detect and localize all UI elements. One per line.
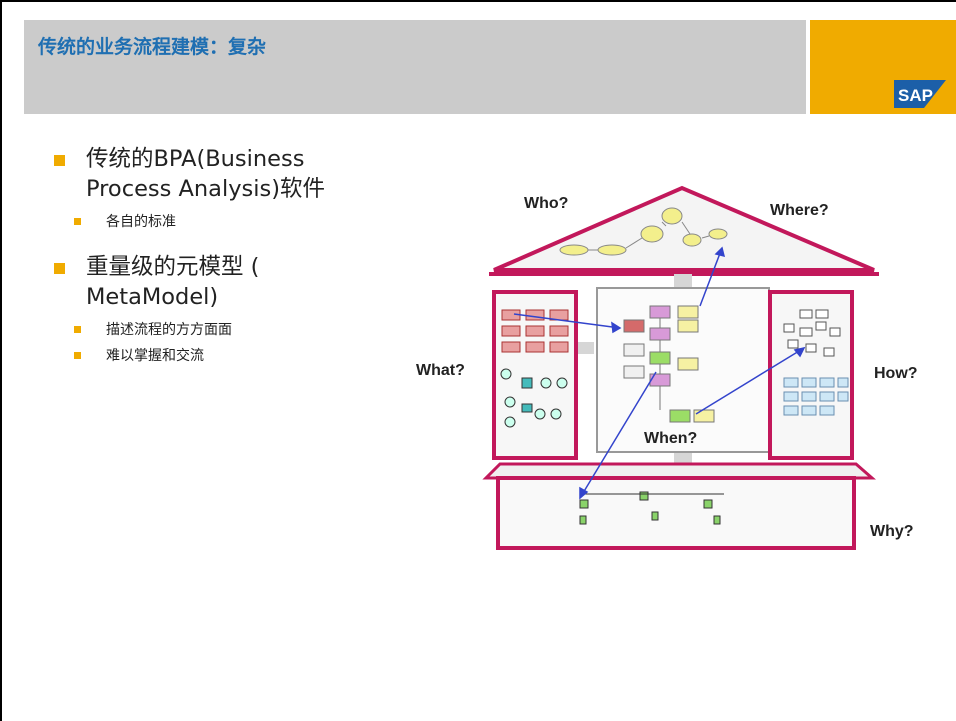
subbullet-text: 难以掌握和交流 bbox=[106, 348, 204, 364]
bullet-square-icon bbox=[54, 155, 65, 166]
subbullet-text: 描述流程的方方面面 bbox=[106, 322, 232, 338]
bullet-text-line1: 传统的BPA(Business bbox=[86, 146, 305, 172]
title-bar: 传统的业务流程建模：复杂 bbox=[24, 20, 806, 114]
page-title: 传统的业务流程建模：复杂 bbox=[38, 36, 267, 58]
bullet-text-line1: 重量级的元模型 ( bbox=[86, 254, 260, 280]
sap-logo: SAP bbox=[894, 80, 946, 108]
who-label: Who? bbox=[524, 195, 569, 212]
where-label: Where? bbox=[770, 202, 829, 219]
bullet-text-line2: MetaModel) bbox=[86, 284, 219, 310]
house-diagram: Who? Where? What? How? When? Why? bbox=[404, 182, 944, 560]
svg-text:SAP: SAP bbox=[898, 86, 933, 105]
subbullet: 难以掌握和交流 bbox=[54, 346, 434, 366]
subbullet-text: 各自的标准 bbox=[106, 214, 176, 230]
why-panel bbox=[496, 476, 856, 550]
house-diagram-art bbox=[482, 185, 879, 550]
subbullet-square-icon bbox=[74, 218, 81, 225]
bullet-metamodel: 重量级的元模型 ( MetaModel) bbox=[54, 252, 434, 312]
why-label: Why? bbox=[870, 523, 914, 540]
what-label: What? bbox=[416, 362, 465, 379]
bullet-square-icon bbox=[54, 263, 65, 274]
when-label: When? bbox=[644, 430, 698, 447]
bullet-list: 传统的BPA(Business Process Analysis)软件 各自的标… bbox=[54, 144, 434, 372]
subbullet-square-icon bbox=[74, 352, 81, 359]
subbullet-square-icon bbox=[74, 326, 81, 333]
how-panel bbox=[768, 290, 854, 460]
subbullet: 描述流程的方方面面 bbox=[54, 320, 434, 340]
roof-mini-diagram bbox=[559, 207, 728, 256]
arrows bbox=[513, 246, 806, 500]
subbullet: 各自的标准 bbox=[54, 212, 434, 232]
logo-block: SAP bbox=[810, 20, 956, 114]
how-label: How? bbox=[874, 365, 918, 382]
bullet-text-line2: Process Analysis)软件 bbox=[86, 176, 325, 202]
bullet-bpa: 传统的BPA(Business Process Analysis)软件 bbox=[54, 144, 434, 204]
